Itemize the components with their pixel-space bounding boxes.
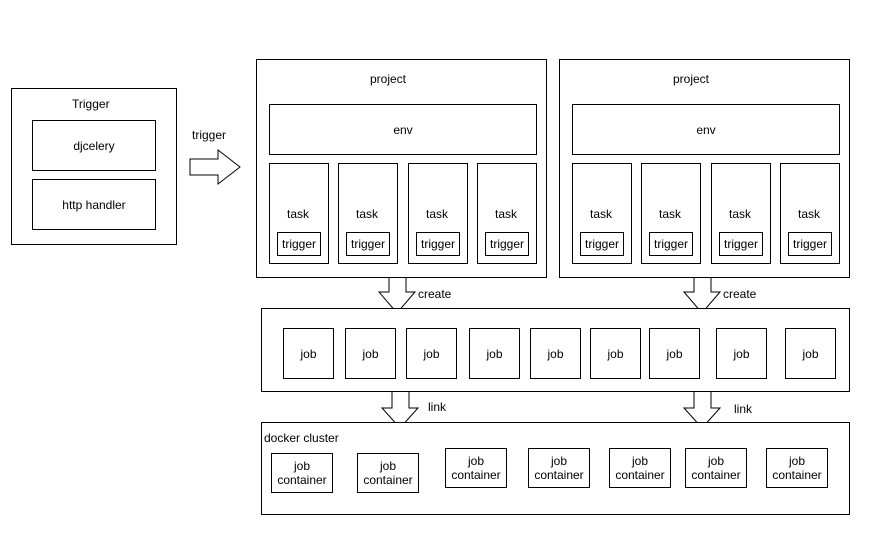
job-box: job xyxy=(469,328,520,379)
task-trigger-label: trigger xyxy=(420,237,455,251)
task-trigger-label: trigger xyxy=(723,237,758,251)
job-container-line1: job xyxy=(631,454,648,468)
job-box: job xyxy=(345,328,396,379)
task-trigger-box: trigger xyxy=(416,232,460,256)
trigger-arrow-label: trigger xyxy=(192,128,227,142)
env-label: env xyxy=(696,122,716,137)
job-container-line1: job xyxy=(293,459,310,473)
job-container-box: job container xyxy=(685,448,747,488)
job-box: job xyxy=(283,328,334,379)
env-box: env xyxy=(572,104,840,155)
job-container-line1: job xyxy=(788,454,805,468)
job-container-box: job container xyxy=(766,448,828,488)
task-label: task xyxy=(495,207,518,221)
job-container-line1: job xyxy=(467,454,484,468)
project-title: project xyxy=(673,72,710,86)
job-container-line1: job xyxy=(379,459,396,473)
create-label: create xyxy=(723,287,757,301)
task-label: task xyxy=(798,207,821,221)
job-container-box: job container xyxy=(445,448,507,488)
task-trigger-box: trigger xyxy=(485,232,529,256)
job-container-line2: container xyxy=(691,468,741,482)
task-trigger-box: trigger xyxy=(580,232,624,256)
job-container-line2: container xyxy=(772,468,822,482)
trigger-box-title: Trigger xyxy=(72,97,110,111)
djcelery-label: djcelery xyxy=(73,138,115,153)
link-arrow-icon-right xyxy=(682,389,722,429)
job-container-box: job container xyxy=(357,453,419,493)
project-title: project xyxy=(370,72,407,86)
task-trigger-box: trigger xyxy=(649,232,693,256)
job-box: job xyxy=(530,328,581,379)
task-label: task xyxy=(426,207,449,221)
job-label: job xyxy=(802,346,819,361)
job-box: job xyxy=(649,328,700,379)
job-container-box: job container xyxy=(528,448,590,488)
task-trigger-box: trigger xyxy=(346,232,390,256)
task-trigger-label: trigger xyxy=(489,237,524,251)
job-label: job xyxy=(300,346,317,361)
task-label: task xyxy=(590,207,613,221)
job-container-box: job container xyxy=(271,453,333,493)
env-label: env xyxy=(393,122,413,137)
job-label: job xyxy=(733,346,750,361)
job-container-line2: container xyxy=(615,468,665,482)
link-arrow-icon-left xyxy=(380,389,420,429)
job-label: job xyxy=(486,346,503,361)
job-container-line2: container xyxy=(363,473,413,487)
job-container-line1: job xyxy=(550,454,567,468)
task-trigger-label: trigger xyxy=(653,237,688,251)
link-label: link xyxy=(428,400,447,414)
task-trigger-box: trigger xyxy=(277,232,321,256)
job-container-line2: container xyxy=(277,473,327,487)
job-box: job xyxy=(406,328,457,379)
docker-cluster-title: docker cluster xyxy=(264,431,339,445)
job-box: job xyxy=(716,328,767,379)
task-trigger-label: trigger xyxy=(792,237,827,251)
http-handler-box: http handler xyxy=(32,179,156,230)
job-label: job xyxy=(547,346,564,361)
task-trigger-label: trigger xyxy=(350,237,385,251)
task-trigger-box: trigger xyxy=(788,232,832,256)
create-label: create xyxy=(418,287,452,301)
trigger-arrow-icon xyxy=(189,148,241,186)
job-container-line1: job xyxy=(707,454,724,468)
djcelery-box: djcelery xyxy=(32,120,156,171)
job-box: job xyxy=(785,328,836,379)
task-trigger-label: trigger xyxy=(281,237,316,251)
job-container-box: job container xyxy=(609,448,671,488)
task-label: task xyxy=(356,207,379,221)
job-label: job xyxy=(362,346,379,361)
job-label: job xyxy=(423,346,440,361)
env-box: env xyxy=(269,104,537,155)
task-trigger-box: trigger xyxy=(719,232,763,256)
task-trigger-label: trigger xyxy=(584,237,619,251)
task-label: task xyxy=(287,207,310,221)
http-handler-label: http handler xyxy=(62,197,126,212)
job-label: job xyxy=(666,346,683,361)
job-label: job xyxy=(607,346,624,361)
job-box: job xyxy=(590,328,641,379)
link-label: link xyxy=(734,402,753,416)
job-container-line2: container xyxy=(451,468,501,482)
task-label: task xyxy=(659,207,682,221)
job-container-line2: container xyxy=(534,468,584,482)
task-label: task xyxy=(729,207,752,221)
